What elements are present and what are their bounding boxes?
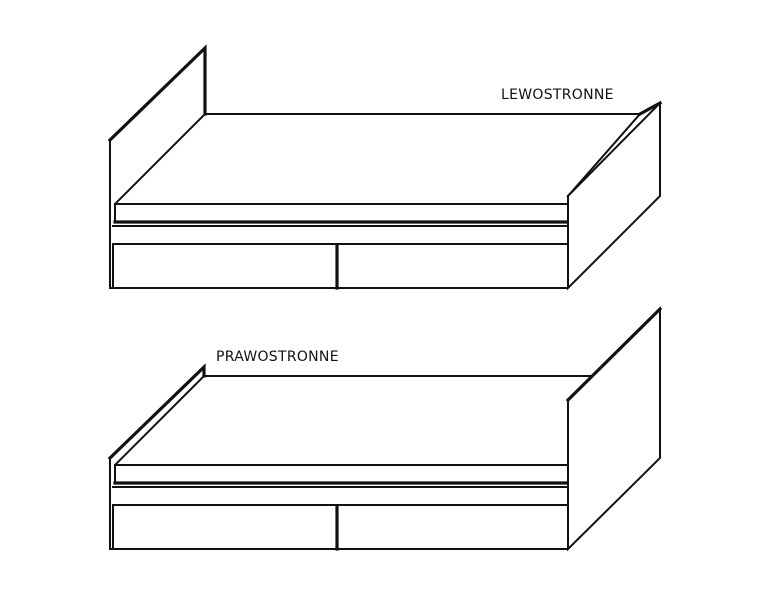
drawers	[109, 243, 567, 290]
bed-left-sided: LEWOSTRONNE	[107, 44, 663, 291]
label-right-sided: PRAWOSTRONNE	[216, 349, 339, 365]
left-headboard-panel	[107, 44, 207, 289]
left-low-panel	[107, 363, 206, 550]
bed-right-sided: PRAWOSTRONNE	[107, 306, 663, 552]
mattress-front-2	[113, 464, 568, 485]
frame-rail-2	[112, 486, 567, 506]
drawers-2	[109, 504, 567, 551]
frame-rail	[112, 225, 567, 245]
mattress-front	[113, 203, 568, 224]
right-headboard-panel	[565, 306, 663, 552]
mattress-top-2	[113, 374, 593, 467]
label-left-sided: LEWOSTRONNE	[501, 87, 614, 103]
mattress-top	[113, 112, 642, 206]
right-footboard-panel	[566, 100, 663, 291]
